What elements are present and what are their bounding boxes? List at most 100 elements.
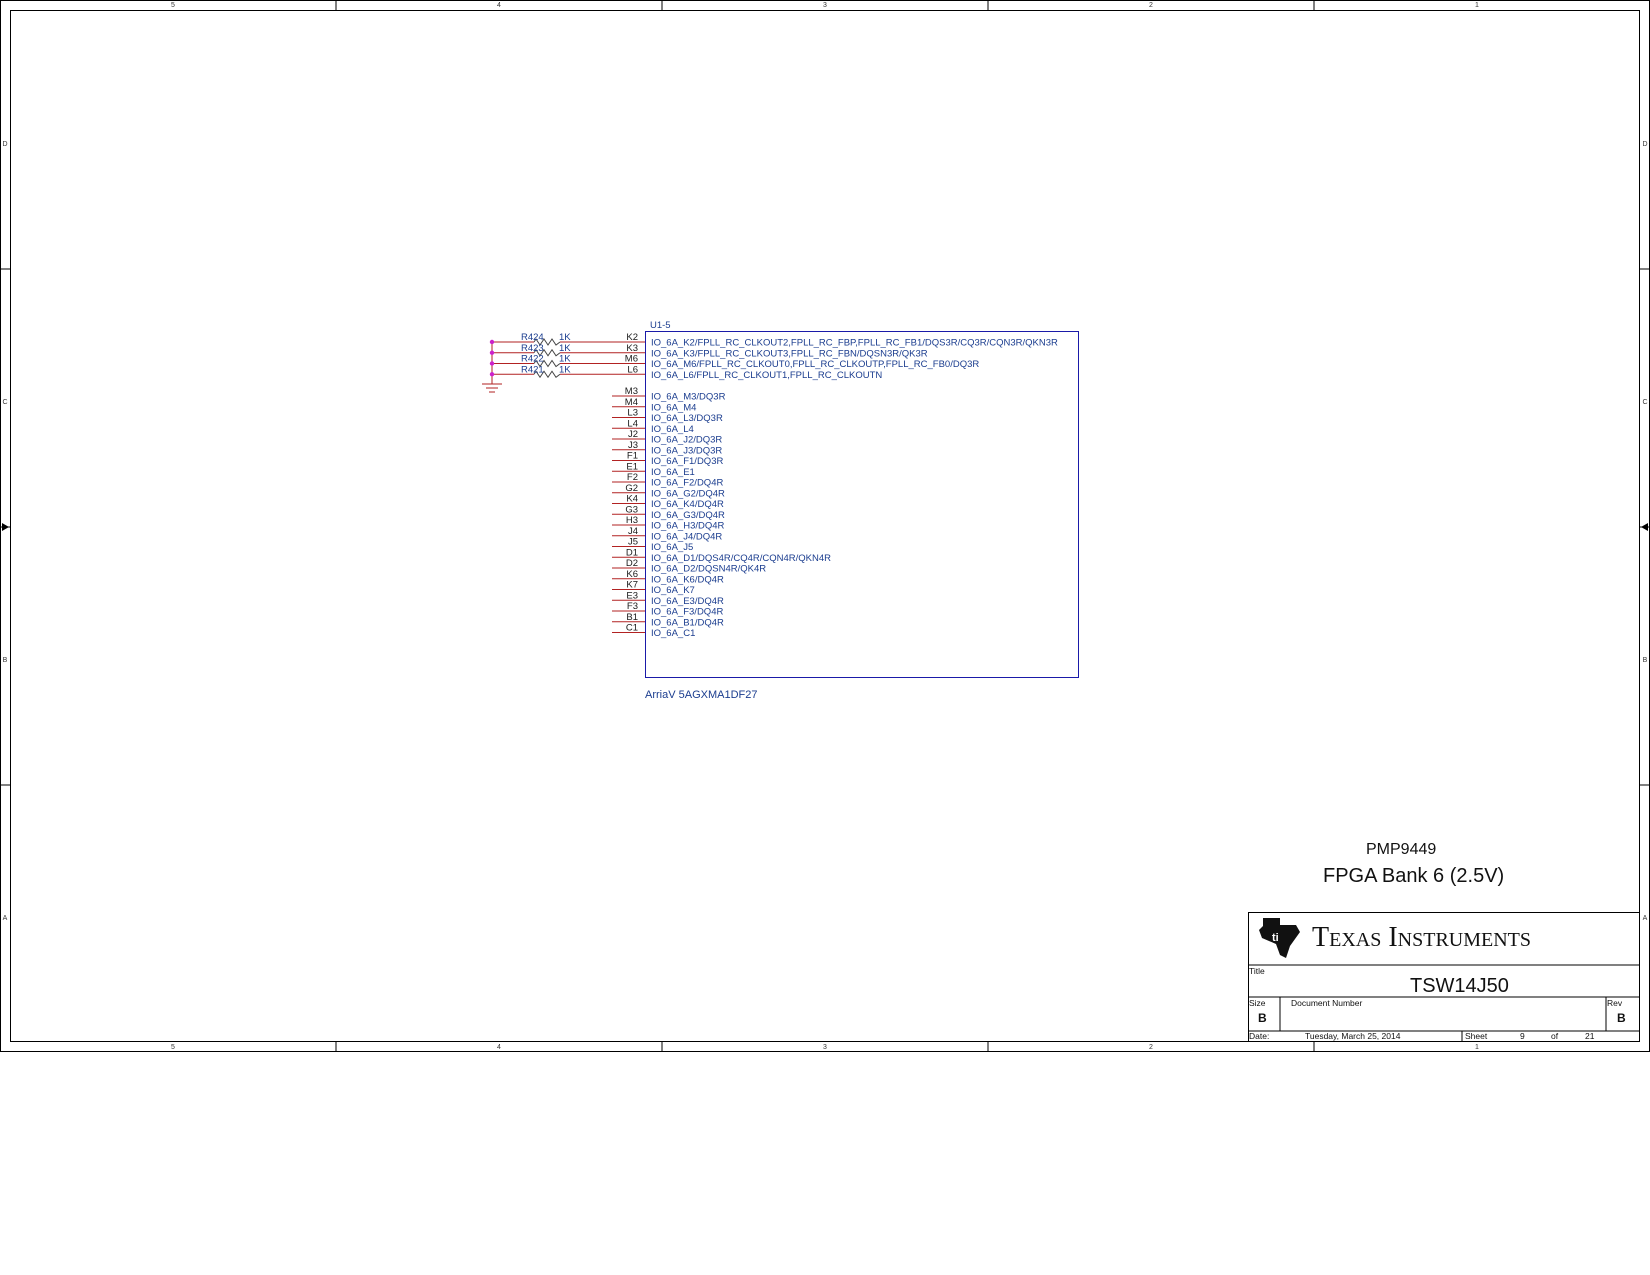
pin-name: IO_6A_J5 — [651, 542, 693, 553]
pin-m6[interactable]: M6 IO_6A_M6/FPLL_RC_CLKOUT0,FPLL_RC_CLKOU… — [612, 354, 979, 371]
inner-frame — [10, 10, 1640, 1042]
resistor-value: 1K — [559, 354, 571, 365]
junction-dot — [489, 339, 495, 345]
pin-number: M6 — [625, 354, 638, 365]
pin-number: G2 — [625, 483, 638, 494]
resistor-r422[interactable]: R422 1K — [492, 354, 612, 368]
pin-name: IO_6A_K3/FPLL_RC_CLKOUT3,FPLL_RC_FBN/DQS… — [651, 348, 928, 359]
rev-label: Rev — [1607, 998, 1623, 1008]
rev-value: B — [1617, 1011, 1626, 1025]
pin-j5[interactable]: J5 IO_6A_J5 — [612, 537, 693, 554]
pin-j4[interactable]: J4 IO_6A_J4/DQ4R — [612, 526, 722, 543]
component-body[interactable] — [645, 331, 1079, 678]
pin-g2[interactable]: G2 IO_6A_G2/DQ4R — [612, 483, 725, 500]
col-label: 1 — [1475, 1044, 1479, 1051]
pin-name: IO_6A_D1/DQS4R/CQ4R/CQN4R/QKN4R — [651, 553, 831, 564]
sheet-label: Sheet — [1465, 1031, 1488, 1041]
pin-number: G3 — [625, 504, 638, 515]
pin-name: IO_6A_L6/FPLL_RC_CLKOUT1,FPLL_RC_CLKOUTN — [651, 370, 882, 381]
sheet-number: 9 — [1520, 1031, 1525, 1041]
pin-number: B1 — [626, 612, 638, 623]
col-label: 3 — [823, 1044, 827, 1051]
pin-name: IO_6A_M6/FPLL_RC_CLKOUT0,FPLL_RC_CLKOUTP… — [651, 359, 979, 370]
col-label: 3 — [823, 2, 827, 9]
resistor-value: 1K — [559, 332, 571, 343]
pin-number: E3 — [626, 590, 638, 601]
row-label: C — [2, 399, 7, 406]
row-labels-left: D C B A — [2, 141, 7, 922]
pin-k7[interactable]: K7 IO_6A_K7 — [612, 580, 695, 597]
project-id: PMP9449 — [1366, 841, 1436, 858]
resistor-body — [533, 338, 561, 346]
pin-number: C1 — [626, 623, 638, 634]
pin-number: F3 — [627, 601, 638, 612]
pin-name: IO_6A_K4/DQ4R — [651, 499, 724, 510]
pin-number: K2 — [626, 332, 638, 343]
pin-number: J5 — [628, 537, 638, 548]
pin-name: IO_6A_E3/DQ4R — [651, 596, 724, 607]
pin-number: F1 — [627, 451, 638, 462]
row-label: D — [2, 141, 7, 148]
resistor-refdes: R421 — [521, 364, 544, 375]
pin-name: IO_6A_J4/DQ4R — [651, 531, 722, 542]
company-name: Texas Instruments — [1312, 922, 1531, 953]
col-label: 2 — [1149, 1044, 1153, 1051]
zone-dividers — [0, 0, 1650, 1051]
pin-name: IO_6A_G2/DQ4R — [651, 488, 725, 499]
pin-number: K7 — [626, 580, 638, 591]
pin-name: IO_6A_F2/DQ4R — [651, 478, 723, 489]
sheet-title: FPGA Bank 6 (2.5V) — [1323, 865, 1504, 887]
pin-number: J4 — [628, 526, 638, 537]
pin-name: IO_6A_M4 — [651, 402, 696, 413]
resistor-refdes: R422 — [521, 354, 544, 365]
row-label: A — [3, 915, 8, 922]
row-labels-right: D C B A — [1642, 141, 1647, 922]
board-title: TSW14J50 — [1410, 975, 1509, 997]
pin-number: H3 — [626, 515, 638, 526]
component-part-number: ArriaV 5AGXMA1DF27 — [645, 689, 757, 701]
col-label: 2 — [1149, 2, 1153, 9]
left-center-arrow — [2, 523, 9, 531]
ti-logo-icon: ti — [1259, 918, 1300, 958]
pin-name: IO_6A_K7 — [651, 585, 695, 596]
pin-number: K6 — [626, 569, 638, 580]
pin-name: IO_6A_D2/DQSN4R/QK4R — [651, 564, 766, 575]
pin-number: L6 — [627, 364, 638, 375]
column-labels-top: 5 4 3 2 1 — [171, 2, 1479, 9]
of-label: of — [1551, 1031, 1559, 1041]
pin-number: D2 — [626, 558, 638, 569]
resistor-body — [533, 348, 561, 357]
size-value: B — [1258, 1011, 1267, 1025]
size-label: Size — [1249, 998, 1266, 1008]
row-label: D — [1642, 141, 1647, 148]
pin-name: IO_6A_L4 — [651, 424, 694, 435]
